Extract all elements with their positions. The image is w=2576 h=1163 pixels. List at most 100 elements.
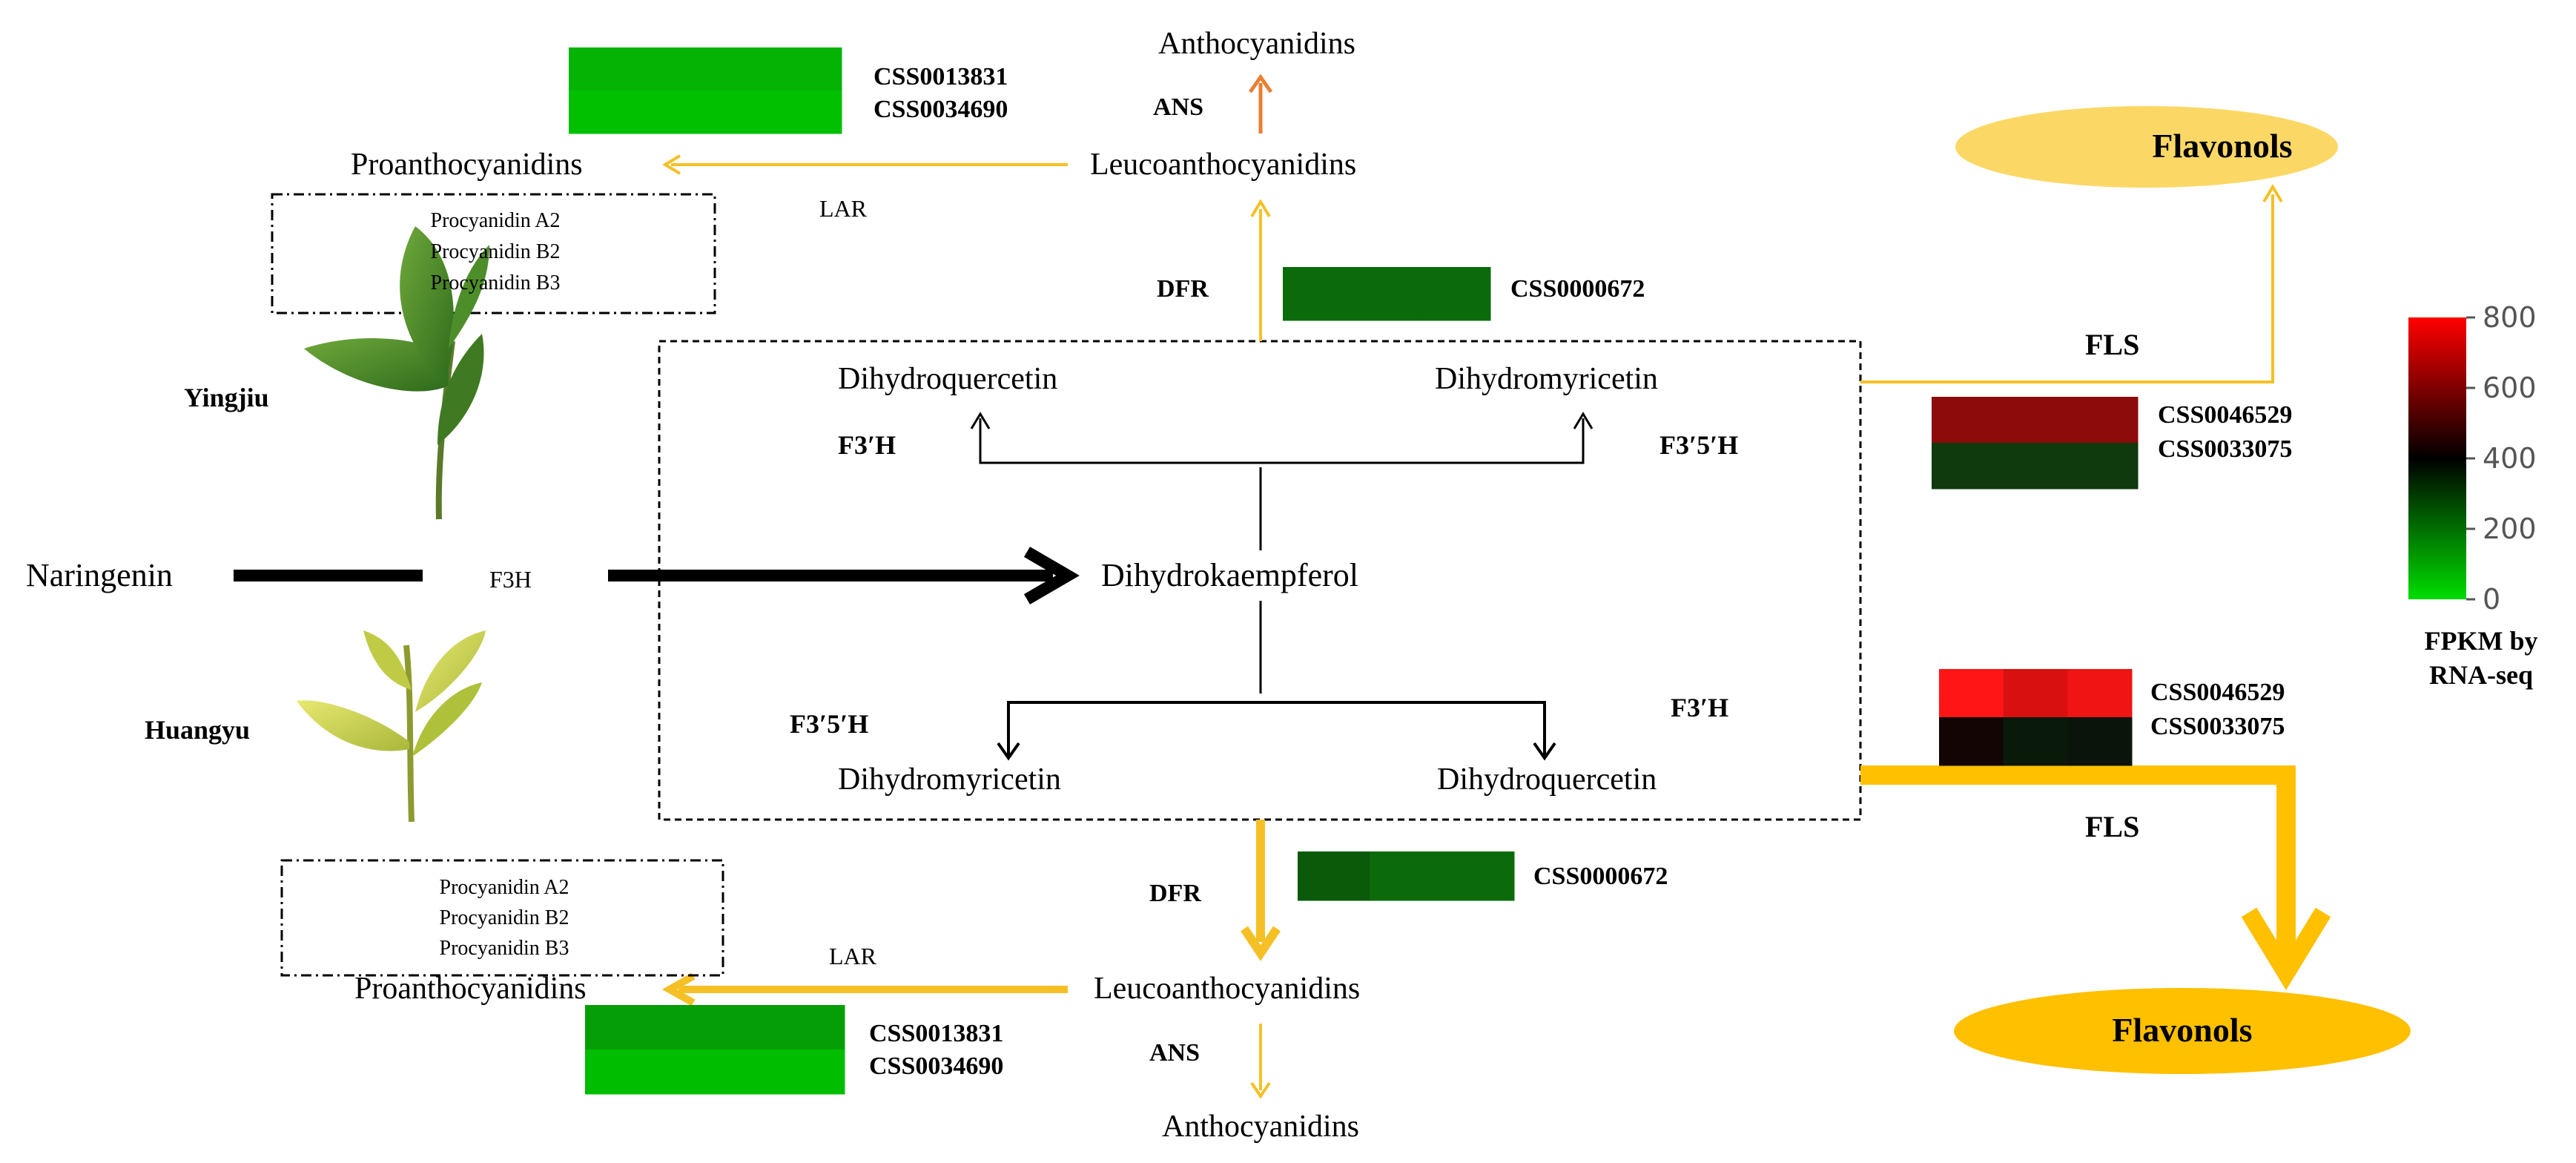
- gene-lar-bottom-2: CSS0034690: [869, 1052, 1003, 1080]
- dfr-top-label: DFR: [1157, 275, 1209, 303]
- fls-bottom-arrow: [1860, 765, 2296, 964]
- leucoanthocyanidins-top-label: Leucoanthocyanidins: [1090, 148, 1356, 182]
- heatmap-cell-fls-top-r0-c1: [2000, 397, 2070, 444]
- heatmap-cell-dfr-top-r0-c1: [1352, 267, 1422, 321]
- lar-bottom-label: LAR: [829, 943, 877, 969]
- lar-bottom-arrowhead: [661, 972, 696, 1006]
- flavonols-bottom-ellipse: [1954, 988, 2411, 1074]
- gene-dfr-bottom: CSS0000672: [1533, 863, 1668, 890]
- dfr-top-arrowhead: [1250, 199, 1271, 218]
- ans-top-arrowhead: [1248, 73, 1273, 93]
- ans-top-label: ANS: [1153, 93, 1203, 121]
- f3h-label: F3H: [489, 566, 532, 593]
- heatmap-cell-fls-top-r1-c2: [2069, 443, 2139, 490]
- lower-left-arrowhead: [997, 742, 1020, 761]
- legend-tick-400: 400: [2483, 442, 2537, 475]
- procyanidin-bottom-a2: Procyanidin A2: [440, 876, 569, 899]
- procyanidin-bottom-b3: Procyanidin B3: [440, 937, 569, 960]
- gene-lar-top-2: CSS0034690: [873, 96, 1008, 123]
- heatmap-cell-fls-top-r1-c1: [2000, 443, 2070, 490]
- f35h-bottom-label: F3′5′H: [790, 709, 868, 739]
- flavonols-top-label: Flavonols: [2152, 127, 2292, 165]
- anthocyanidins-top-label: Anthocyanidins: [1158, 27, 1355, 61]
- naringenin-label: Naringenin: [26, 557, 173, 593]
- gene-lar-bottom-1: CSS0013831: [869, 1020, 1003, 1047]
- cultivar-yingjiu-label: Yingjiu: [184, 383, 269, 412]
- f3ph-bottom-label: F3′H: [1671, 693, 1728, 722]
- heatmap-cell-fls-top-r0-c2: [2069, 397, 2139, 444]
- flavonols-bottom-label: Flavonols: [2112, 1011, 2252, 1049]
- legend-colorbar: [2408, 317, 2466, 599]
- heatmap-cell-dfr-top-r0-c2: [1421, 267, 1491, 321]
- fls-top-arrowhead: [2262, 184, 2283, 203]
- dfr-bottom-arrowhead: [1241, 926, 1281, 961]
- fls-bottom-arrowhead: [2241, 907, 2331, 991]
- gene-fls-bottom-1: CSS0046529: [2150, 679, 2285, 706]
- heatmap-cell-fls-bottom-r0-c2: [2067, 669, 2133, 718]
- fls-top-label: FLS: [2085, 328, 2139, 361]
- gene-fls-bottom-2: CSS0033075: [2150, 713, 2285, 740]
- legend-tick-800: 800: [2483, 301, 2537, 334]
- lar-top-label: LAR: [819, 195, 868, 222]
- heatmap-cell-lar-top-r0-c2: [750, 47, 842, 91]
- heatmap-cell-lar-bottom-r1-c1: [671, 1050, 759, 1095]
- heatmap-cell-fls-bottom-r1-c1: [2003, 717, 2068, 766]
- dihydroquercetin-top-label: Dihydroquercetin: [838, 362, 1057, 396]
- proanthocyanidins-top-label: Proanthocyanidins: [351, 148, 583, 182]
- heatmap-cell-fls-bottom-r1-c0: [1939, 717, 2004, 766]
- heatmap-cell-lar-bottom-r1-c0: [585, 1050, 673, 1095]
- gene-fls-top-1: CSS0046529: [2158, 401, 2292, 429]
- procyanidin-top-b3: Procyanidin B3: [431, 271, 561, 294]
- legend-ticks: [2466, 316, 2475, 601]
- yingjiu-leaf-illustration: [304, 226, 489, 520]
- heatmap-cell-fls-top-r1-c0: [1932, 443, 2001, 490]
- heatmap-cell-fls-top-r0-c0: [1932, 397, 2001, 444]
- proanthocyanidins-bottom-label: Proanthocyanidins: [354, 972, 587, 1006]
- flavonols-top-ellipse: [1955, 106, 2338, 188]
- legend-title-line1: FPKM by: [2425, 626, 2538, 656]
- huangyu-leaf-illustration: [297, 630, 486, 823]
- gene-fls-top-2: CSS0033075: [2158, 435, 2292, 463]
- ans-bottom-label: ANS: [1149, 1039, 1200, 1067]
- upper-left-arrowhead: [970, 412, 991, 429]
- fls-top-arrow: [1860, 194, 2274, 383]
- heatmap-cell-fls-bottom-r0-c0: [1939, 669, 2004, 718]
- cultivar-huangyu-label: Huangyu: [145, 715, 250, 745]
- dihydroquercetin-bottom-label: Dihydroquercetin: [1437, 762, 1657, 797]
- legend-tick-600: 600: [2483, 372, 2537, 404]
- leucoanthocyanidins-bottom-label: Leucoanthocyanidins: [1094, 972, 1360, 1006]
- heatmap-cell-fls-bottom-r1-c2: [2067, 717, 2133, 766]
- procyanidin-bottom-b2: Procyanidin B2: [440, 906, 569, 929]
- dihydromyricetin-bottom-label: Dihydromyricetin: [838, 762, 1061, 797]
- f3ph-top-label: F3′H: [838, 430, 896, 460]
- heatmap-cell-lar-top-r0-c1: [659, 47, 751, 91]
- heatmap-cell-lar-top-r1-c0: [569, 90, 661, 134]
- heatmap-cell-dfr-bottom-r0-c2: [1441, 851, 1515, 901]
- lower-right-arrowhead: [1533, 742, 1556, 761]
- lar-top-arrowhead: [662, 154, 681, 175]
- procyanidin-top-box: [271, 193, 716, 314]
- procyanidin-bottom-box: [280, 859, 724, 977]
- heatmap-cell-lar-top-r0-c0: [569, 47, 661, 91]
- heatmap-cell-dfr-bottom-r0-c0: [1298, 851, 1370, 901]
- heatmap-cell-lar-bottom-r0-c2: [758, 1005, 845, 1050]
- ans-bottom-arrowhead: [1250, 1081, 1271, 1099]
- heatmap-cell-dfr-top-r0-c0: [1283, 267, 1353, 321]
- upper-branch-line: [979, 418, 1585, 464]
- lower-branch-line: [1007, 701, 1546, 755]
- heatmap-cell-lar-bottom-r0-c0: [585, 1005, 673, 1050]
- f3h-arrow-head: [1023, 547, 1080, 604]
- fls-bottom-label: FLS: [2085, 810, 2139, 843]
- heatmap-cell-lar-bottom-r1-c2: [758, 1050, 845, 1095]
- gene-lar-top-1: CSS0013831: [873, 63, 1008, 90]
- legend-tick-0: 0: [2483, 583, 2500, 616]
- heatmap-cell-lar-top-r1-c2: [750, 90, 842, 134]
- heatmap-cell-dfr-bottom-r0-c1: [1370, 851, 1443, 901]
- heatmaps: [569, 47, 2139, 1095]
- gene-dfr-top: CSS0000672: [1510, 275, 1645, 303]
- procyanidin-top-a2: Procyanidin A2: [431, 209, 561, 232]
- upper-right-arrowhead: [1573, 412, 1594, 429]
- dihydrokaempferol-label: Dihydrokaempferol: [1101, 557, 1358, 593]
- anthocyanidins-bottom-label: Anthocyanidins: [1162, 1110, 1359, 1144]
